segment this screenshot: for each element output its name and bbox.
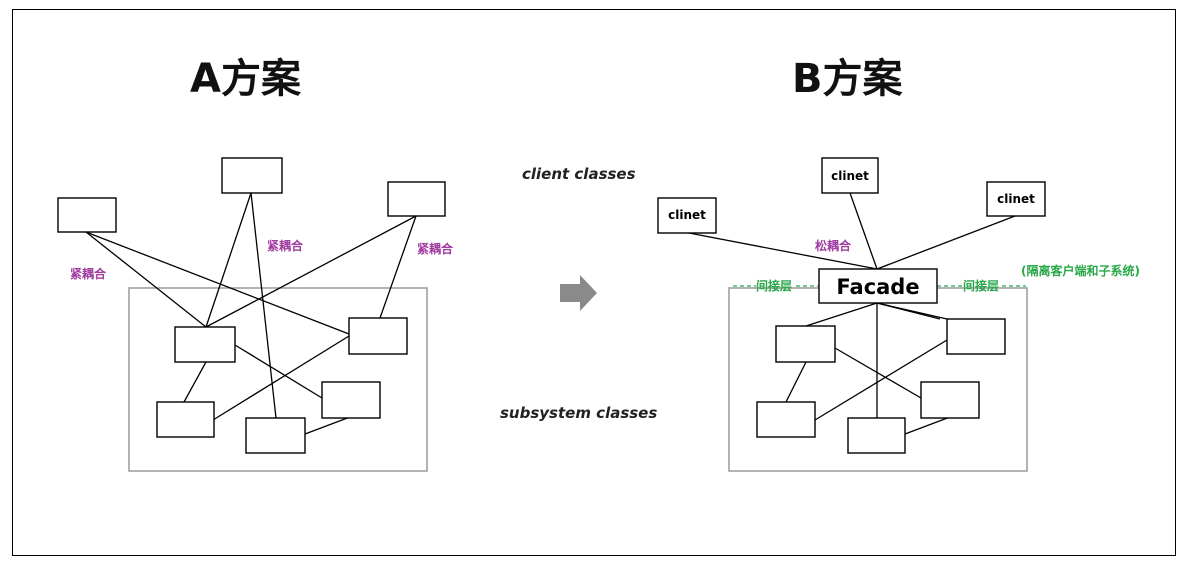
facade-label: Facade: [836, 275, 919, 299]
subsystem-box: [156, 401, 215, 438]
client-box: [821, 157, 879, 194]
client-box: [657, 197, 717, 234]
client-box: [221, 157, 283, 194]
facade-box: [818, 268, 938, 304]
subsystem-box: [775, 325, 836, 363]
plan-b-subsystem-connections: [785, 302, 951, 435]
subsystem-box: [174, 326, 236, 363]
connection: [85, 231, 207, 328]
connection: [85, 231, 350, 335]
subsystem-box: [920, 381, 980, 419]
right-arrow-icon: [560, 275, 597, 311]
connection: [250, 192, 277, 419]
client-label: clinet: [997, 192, 1035, 206]
connection: [834, 347, 922, 399]
connection: [814, 339, 948, 421]
subsystem-box: [245, 417, 306, 454]
middle-legend: client classes subsystem classes: [500, 165, 657, 422]
connection: [849, 192, 878, 270]
plan-a: A方案 紧耦合 紧耦合 紧耦合: [57, 56, 454, 472]
coupling-label: 紧耦合: [70, 266, 107, 281]
indirection-label: 间接层: [756, 278, 792, 293]
connection: [212, 335, 350, 421]
loose-coupling-label: 松耦合: [815, 238, 852, 253]
client-box: [387, 181, 446, 217]
connection: [904, 416, 951, 435]
connection: [379, 215, 417, 319]
plan-a-title: A方案: [190, 56, 302, 102]
plan-a-connections: [85, 192, 417, 435]
connection: [183, 361, 207, 403]
connection: [805, 302, 878, 327]
connection: [304, 416, 351, 435]
outer-frame: [12, 9, 1176, 556]
plan-a-subsystem-region: [128, 287, 428, 472]
connection: [234, 344, 323, 399]
subsystem-box: [847, 417, 906, 454]
indirection-label: 间接层: [963, 278, 999, 293]
plan-b-title: B方案: [792, 56, 903, 102]
client-box: [57, 197, 117, 233]
subsystem-box: [321, 381, 381, 419]
coupling-label: 紧耦合: [267, 238, 304, 253]
client-label: clinet: [831, 169, 869, 183]
client-label: clinet: [668, 208, 706, 222]
plan-b: B方案 clinet clinet clinet: [657, 56, 1140, 472]
connection: [785, 361, 807, 403]
connection: [205, 215, 417, 328]
subsystem-box: [946, 318, 1006, 355]
subsystem-box: [756, 401, 816, 438]
subsystem-classes-label: subsystem classes: [500, 404, 657, 422]
coupling-label: 紧耦合: [417, 241, 454, 256]
client-box: [986, 181, 1046, 217]
connection: [205, 192, 252, 328]
subsystem-box: [348, 317, 408, 355]
connection: [688, 232, 878, 270]
plan-b-client-connections: [688, 192, 1016, 270]
client-classes-label: client classes: [522, 165, 636, 183]
connection: [876, 215, 1016, 270]
connection: [876, 302, 941, 320]
isolation-note: (隔离客户端和子系统): [1021, 263, 1140, 278]
